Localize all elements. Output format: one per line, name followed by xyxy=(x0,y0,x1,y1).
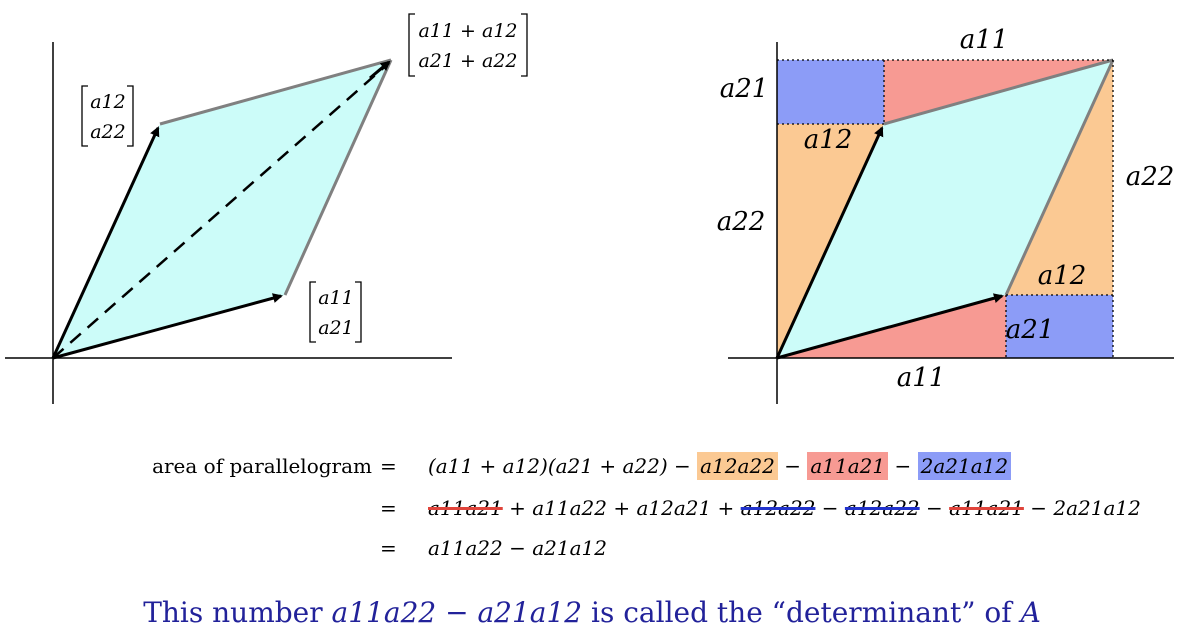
equation-rhs-3: a11a22 − a21a12 xyxy=(428,536,607,560)
result-term: a11a22 − a21a12 xyxy=(428,536,607,560)
equation-lhs: area of parallelogram xyxy=(152,454,372,478)
equation-rhs-2: a11a21 + a11a22 + a12a21 + a12a22 − a12a… xyxy=(428,496,1141,520)
minus-sign: − xyxy=(784,454,802,478)
minus-sign: − xyxy=(926,496,943,520)
left-parallelogram xyxy=(53,60,391,358)
right-edge-right xyxy=(1004,59,1115,296)
minus-sign: − xyxy=(894,454,912,478)
blue-rectangle-bottom xyxy=(1006,295,1113,358)
right-vector-a1-arrow xyxy=(776,293,1004,360)
equation-line-2: = a11a21 + a11a22 + a12a21 + a12a22 − a1… xyxy=(0,488,1184,528)
caption-middle: is called the “determinant” of xyxy=(591,596,1012,629)
term-remaining: − 2a21a12 xyxy=(1030,496,1141,520)
dotted-guides xyxy=(777,59,1114,358)
cancelled-term-red: a11a21 xyxy=(428,496,503,520)
equation-line-3: = a11a22 − a21a12 xyxy=(0,528,1184,568)
term-red: a11a21 xyxy=(807,452,889,480)
right-parallelogram xyxy=(777,60,1113,358)
label-bottom-a11: a11 xyxy=(897,363,946,393)
label-left-a22: a22 xyxy=(717,207,766,237)
equals-sign: = xyxy=(380,536,397,560)
caption-matrix: A xyxy=(1020,596,1041,629)
determinant-diagram: a12 a22 a11 a21 a11 + a12 a21 + a22 xyxy=(5,13,1175,404)
equation-rhs-1: (a11 + a12)(a21 + a22) − a12a22 − a11a21… xyxy=(428,452,1012,480)
caption-expression: a11a22 − a21a12 xyxy=(331,596,583,629)
caption-prefix: This number xyxy=(143,596,323,629)
cancelled-term-red: a11a21 xyxy=(949,496,1024,520)
left-diagonal xyxy=(52,62,390,359)
minus-sign: − xyxy=(821,496,839,520)
vector-a1-bottom: a21 xyxy=(318,317,354,339)
equation-line-1: area of parallelogram = (a11 + a12)(a21 … xyxy=(0,446,1184,486)
label-left-a21: a21 xyxy=(720,74,769,104)
vector-a2-bottom: a22 xyxy=(90,121,126,143)
blue-rectangle-top xyxy=(777,60,884,124)
vector-a1-label: a11 a21 xyxy=(309,281,362,343)
left-edge-right xyxy=(283,59,393,296)
sum-vector-bottom: a21 + a22 xyxy=(418,50,517,72)
term-product: (a11 + a12)(a21 + a22) xyxy=(428,454,668,478)
term-expansion: + a11a22 + a12a21 + xyxy=(509,496,735,520)
equals-sign: = xyxy=(380,454,397,478)
left-figure: a12 a22 a11 a21 a11 + a12 a21 + a22 xyxy=(5,13,528,404)
label-inner-a12: a12 xyxy=(804,125,853,155)
cancelled-term-blue: a12a22 xyxy=(844,496,920,520)
vector-a2-top: a12 xyxy=(90,91,126,113)
label-lower-a12: a12 xyxy=(1038,261,1087,291)
term-orange: a12a22 xyxy=(697,452,778,480)
sum-vector-label: a11 + a12 a21 + a22 xyxy=(408,13,528,77)
sum-vector-top: a11 + a12 xyxy=(418,20,517,42)
right-figure: a11 a21 a12 a22 a22 a12 a21 a11 xyxy=(717,25,1175,404)
vector-a1-arrow xyxy=(52,293,283,360)
equals-sign: = xyxy=(380,496,397,520)
cancelled-term-blue: a12a22 xyxy=(740,496,816,520)
right-edge-top xyxy=(883,58,1114,126)
vector-a2-label: a12 a22 xyxy=(81,85,134,147)
left-edge-top xyxy=(159,58,392,126)
caption: This number a11a22 − a21a12 is called th… xyxy=(0,596,1184,629)
label-top-a11: a11 xyxy=(960,25,1009,55)
term-blue: 2a21a12 xyxy=(917,452,1012,480)
label-right-a22: a22 xyxy=(1126,162,1175,192)
vector-a1-top: a11 xyxy=(318,287,354,309)
label-box-a21: a21 xyxy=(1006,315,1055,345)
minus-sign: − xyxy=(674,454,691,478)
vector-a2-arrow xyxy=(51,126,160,359)
sum-vector-arrowhead xyxy=(369,60,391,80)
right-vector-a2-arrow xyxy=(775,126,884,359)
